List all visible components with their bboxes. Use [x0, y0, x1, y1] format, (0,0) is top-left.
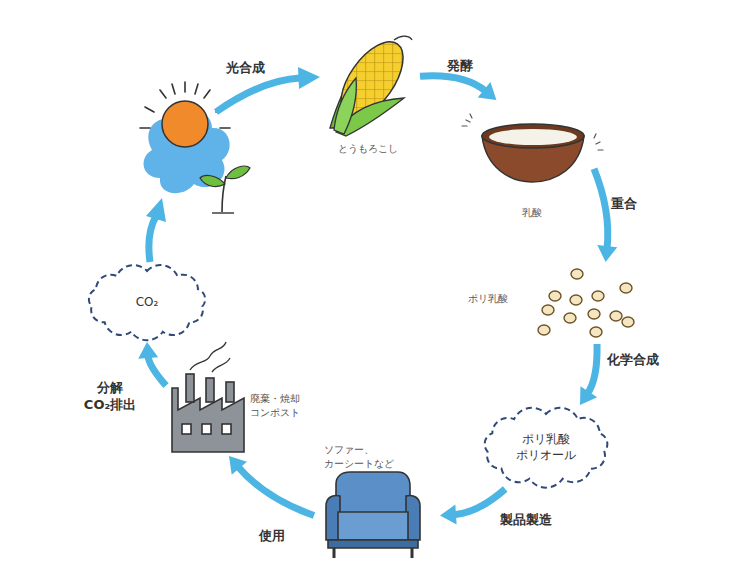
cycle-arrow [420, 76, 496, 100]
factory-node: 廃棄・焼却 コンポスト [166, 368, 346, 456]
sofa-node: ソファー、カーシートなど [314, 443, 440, 560]
label-holder: 光合成 [220, 60, 270, 77]
arrow-line [594, 169, 608, 248]
label-holder: 化学合成 [598, 352, 668, 369]
caption: 廃棄・焼却 コンポスト [250, 392, 342, 419]
arrow-line [454, 489, 505, 515]
label-holder: 重合 [604, 196, 644, 213]
step-label: 使用 [252, 528, 292, 545]
sofa-illustration [326, 472, 420, 558]
cloud-path [89, 265, 205, 340]
arrow-line [588, 344, 597, 393]
cycle-arrow [594, 169, 617, 262]
arrow-head [580, 386, 597, 405]
step-label: 分解 CO₂排出 [74, 380, 146, 414]
arrow-head [138, 342, 158, 359]
corn-node: とうもろこし [318, 30, 420, 162]
cycle-arrow [440, 489, 505, 525]
cloud-outline [478, 405, 614, 489]
label-holder: 使用 [252, 528, 292, 545]
label-holder: 製品製造 [494, 512, 558, 529]
cycle-arrow [229, 456, 314, 516]
bowl-illustration [462, 114, 603, 182]
label-holder: 発酵 [440, 58, 480, 75]
caption: 乳酸 [472, 206, 592, 220]
step-label: 化学合成 [598, 352, 668, 369]
caption: ポリ乳酸 [468, 292, 538, 306]
cloud-text: CO₂ [125, 294, 169, 310]
arrow-head [478, 82, 497, 100]
cloud-node: ポリ乳酸 ポリオール [478, 405, 614, 489]
arrow-head [229, 456, 247, 475]
cloud-node: CO₂ [82, 262, 212, 342]
arrow-head [146, 67, 320, 222]
arrow-head [597, 245, 617, 262]
step-label: 光合成 [220, 60, 270, 77]
pellets-illustration [538, 269, 634, 337]
arrow-line [238, 467, 314, 516]
pellets-node: ポリ乳酸 [468, 262, 640, 344]
arrow-head [440, 505, 457, 525]
cycle-arrow [138, 342, 166, 386]
bowl-node: 乳酸 [472, 100, 594, 225]
label-holder: 分解 CO₂排出 [74, 380, 146, 414]
factory-illustration [172, 342, 244, 452]
arrow-line [148, 356, 166, 386]
step-label: 重合 [604, 196, 644, 213]
caption: ソファー、カーシートなど [324, 443, 404, 470]
caption: とうもろこし [318, 142, 418, 156]
arrow-line [420, 76, 486, 91]
cycle-arrow [580, 344, 597, 405]
cloud-text: ポリ乳酸 ポリオール [510, 431, 582, 463]
step-label: 発酵 [440, 58, 480, 75]
corn-illustration [329, 31, 416, 136]
cycle-arrow [149, 78, 300, 262]
step-label: 製品製造 [494, 512, 558, 529]
cloud-path [485, 408, 608, 488]
